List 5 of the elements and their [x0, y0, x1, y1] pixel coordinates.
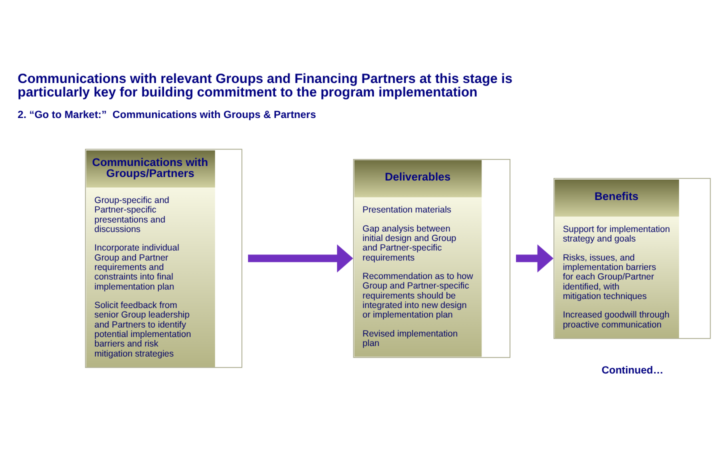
arrow — [248, 244, 354, 272]
arrow — [516, 244, 554, 272]
label: Continued… — [602, 366, 664, 377]
diagram-title: Communications with relevant Groups and Financing Partners at this stage is particularly key for building commitment to the program implementation — [18, 70, 512, 100]
label: 2. “Go to Market:” Communications with Groups & Partners — [18, 110, 316, 122]
